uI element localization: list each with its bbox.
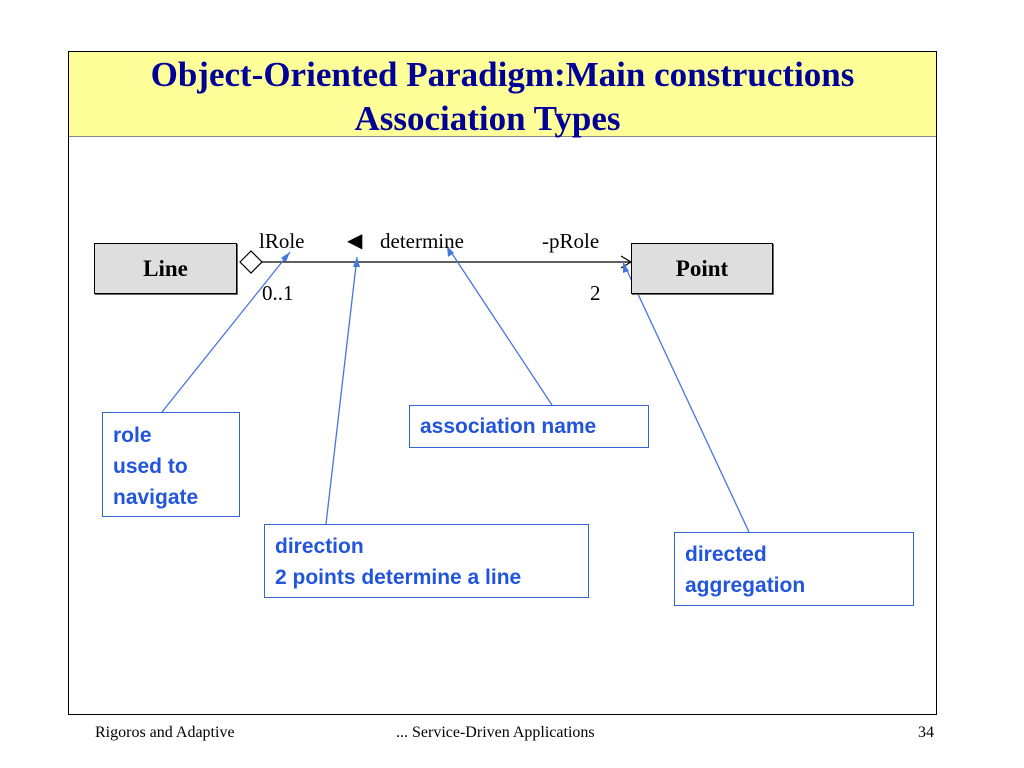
multiplicity-right: 2 — [590, 281, 601, 305]
page-number: 34 — [918, 724, 934, 741]
leader-directed-aggregation-arrowhead — [623, 262, 629, 273]
leader-association-name — [446, 245, 553, 406]
callout-association-name-line-1: association name — [420, 415, 597, 438]
slide-title: Object-Oriented Paradigm:Main constructi… — [150, 55, 855, 94]
association-name-label: determine — [380, 229, 464, 253]
callout-direction: direction 2 points determine a line — [264, 524, 589, 598]
class-line[interactable]: Line — [94, 243, 237, 294]
direction-triangle-icon: ◀ — [347, 230, 363, 252]
callout-role: role used to navigate — [102, 412, 240, 517]
leader-association-name-arrowhead — [447, 246, 454, 257]
class-point[interactable]: Point — [631, 243, 773, 294]
callout-direction-line-2: 2 points determine a line — [275, 566, 522, 589]
callout-role-line-3: navigate — [113, 486, 199, 509]
leader-directed-aggregation — [622, 261, 750, 533]
callout-directed-aggregation: directed aggregation — [674, 532, 914, 606]
slide-frame — [68, 51, 937, 715]
callout-role-line-1: role — [113, 424, 152, 447]
leader-role — [161, 251, 291, 413]
callout-direction-line-1: direction — [275, 535, 364, 558]
class-line-name: Line — [143, 255, 188, 281]
callout-association-name: association name — [409, 405, 649, 448]
callout-role-line-2: used to — [113, 455, 188, 478]
callout-directed-aggregation-line-2: aggregation — [685, 574, 806, 597]
title-band: Object-Oriented Paradigm:Main constructi… — [69, 52, 936, 138]
role-right-label: -pRole — [542, 229, 600, 253]
leader-direction — [325, 256, 358, 525]
callout-directed-aggregation-line-1: directed — [685, 543, 767, 566]
leader-direction-arrowhead — [353, 257, 360, 267]
class-point-name: Point — [675, 255, 729, 281]
role-left-label: lRole — [259, 229, 305, 253]
leader-role-arrowhead — [281, 252, 290, 262]
slide-subtitle: Association Types — [354, 99, 621, 138]
footer-left: Rigoros and Adaptive — [95, 724, 235, 741]
aggregation-diamond — [239, 250, 263, 274]
footer-center: ... Service-Driven Applications — [396, 724, 595, 741]
multiplicity-left: 0..1 — [262, 281, 294, 305]
